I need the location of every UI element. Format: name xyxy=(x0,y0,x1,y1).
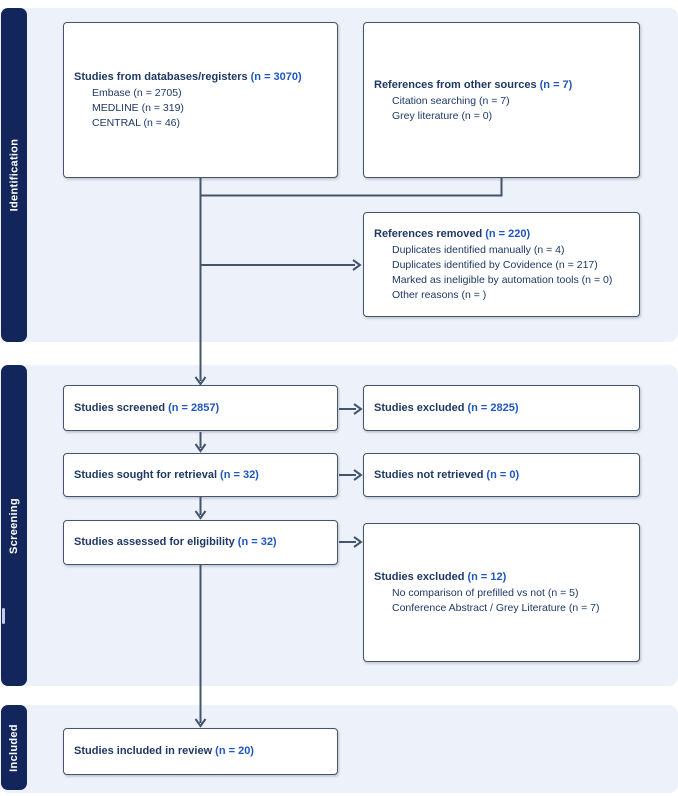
list-item: Citation searching (n = 7) xyxy=(392,94,510,107)
box-studies-assessed-eligibility: Studies assessed for eligibility(n = 32) xyxy=(63,520,338,565)
box-references-other-sources: References from other sources(n = 7) Cit… xyxy=(363,22,640,178)
box-studies-excluded-eligibility: Studies excluded(n = 12) No comparison o… xyxy=(363,523,640,662)
box-references-removed: References removed(n = 220) Duplicates i… xyxy=(363,212,640,317)
identification-stage-bar: Identification xyxy=(1,8,27,342)
box-count: (n = 0) xyxy=(486,468,520,481)
box-title-text: Studies screened xyxy=(74,401,166,414)
list-item: Conference Abstract / Grey Literature (n… xyxy=(392,602,600,614)
box-count: (n = 2825) xyxy=(467,401,519,414)
box-count: (n = 20) xyxy=(215,745,254,757)
box-title-text: Studies not retrieved xyxy=(374,468,484,481)
stray-cursor-mark xyxy=(2,608,5,624)
box-count: (n = 220) xyxy=(485,228,531,240)
box-title: References from other sources(n = 7) xyxy=(374,77,631,94)
list-item: Marked as ineligible by automation tools… xyxy=(392,274,613,286)
box-studies-included-review: Studies included in review(n = 20) xyxy=(63,728,338,775)
box-count: (n = 3070) xyxy=(250,71,302,83)
screening-stage-label: Screening xyxy=(8,497,21,554)
list-item: No comparison of prefilled vs not (n = 5… xyxy=(392,587,579,599)
box-studies-excluded-screening: Studies excluded(n = 2825) xyxy=(363,385,640,431)
box-title: Studies excluded(n = 12) xyxy=(374,569,631,586)
included-stage-bar: Included xyxy=(1,705,27,790)
box-title-text: References removed xyxy=(374,228,483,240)
box-title: References removed(n = 220) xyxy=(374,226,631,243)
box-title: Studies sought for retrieval(n = 32) xyxy=(74,467,329,484)
box-count: (n = 32) xyxy=(220,468,259,481)
box-title-text: References from other sources xyxy=(374,78,537,91)
box-title-text: Studies from databases/registers xyxy=(74,71,248,83)
included-stage-label: Included xyxy=(8,723,20,772)
screening-stage-bar: Screening xyxy=(1,365,27,686)
box-title-text: Studies sought for retrieval xyxy=(74,468,218,481)
box-studies-sought-retrieval: Studies sought for retrieval(n = 32) xyxy=(63,453,338,497)
box-title-text: Studies excluded xyxy=(374,401,465,414)
box-count: (n = 32) xyxy=(237,536,277,548)
box-count: (n = 7) xyxy=(539,78,573,91)
box-title-text: Studies assessed for eligibility xyxy=(74,536,235,548)
box-studies-from-databases: Studies from databases/registers(n = 307… xyxy=(63,22,338,178)
list-item: Duplicates identified by Covidence (n = … xyxy=(392,259,598,271)
box-count: (n = 2857) xyxy=(168,401,220,414)
box-title: Studies included in review(n = 20) xyxy=(74,743,329,760)
box-title-text: Studies included in review xyxy=(74,745,213,757)
identification-stage-label: Identification xyxy=(8,138,20,212)
list-item: Embase (n = 2705) xyxy=(92,87,182,99)
box-studies-not-retrieved: Studies not retrieved(n = 0) xyxy=(363,453,640,497)
box-title: Studies assessed for eligibility(n = 32) xyxy=(74,534,329,551)
list-item: MEDLINE (n = 319) xyxy=(92,102,184,114)
box-studies-screened: Studies screened(n = 2857) xyxy=(63,385,338,431)
box-title: Studies excluded(n = 2825) xyxy=(374,400,631,417)
list-item: Duplicates identified manually (n = 4) xyxy=(392,244,565,256)
box-count: (n = 12) xyxy=(467,571,507,583)
box-title-text: Studies excluded xyxy=(374,571,465,583)
list-item: CENTRAL (n = 46) xyxy=(92,117,181,129)
list-item: Other reasons (n = ) xyxy=(392,289,487,301)
box-title: Studies from databases/registers(n = 307… xyxy=(74,69,329,86)
box-title: Studies not retrieved(n = 0) xyxy=(374,467,631,484)
list-item: Grey literature (n = 0) xyxy=(392,109,493,122)
box-title: Studies screened(n = 2857) xyxy=(74,400,329,417)
